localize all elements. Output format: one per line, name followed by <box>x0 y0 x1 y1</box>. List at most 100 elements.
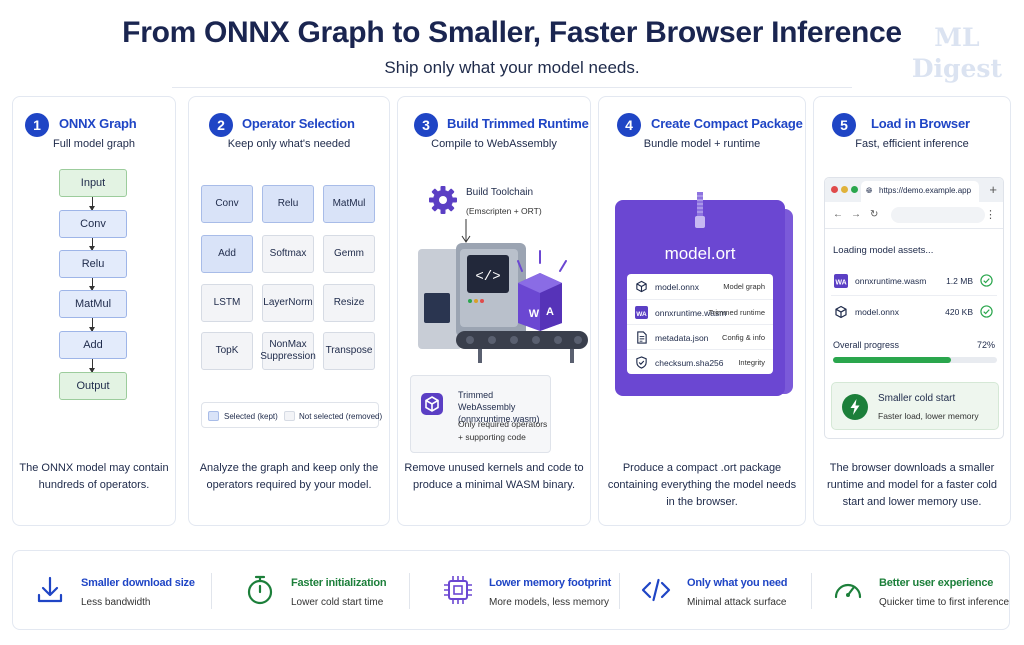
window-close-dot[interactable] <box>831 186 838 193</box>
page-title: From ONNX Graph to Smaller, Faster Brows… <box>122 16 902 49</box>
check-circle-icon <box>980 274 993 287</box>
asset-size: 1.2 MB <box>946 276 973 286</box>
menu-kebab-icon[interactable]: ⋮ <box>985 209 996 221</box>
toolchain-title: Build Toolchain <box>466 187 534 198</box>
address-bar[interactable] <box>891 207 985 223</box>
lightning-icon <box>842 394 868 420</box>
cube-icon <box>636 280 647 293</box>
asset-row: model.onnx 420 KB <box>831 297 997 327</box>
zipper-icon <box>695 192 705 228</box>
code-icon <box>641 578 671 602</box>
asset-name: onnxruntime.wasm <box>855 276 927 286</box>
chip-icon <box>444 576 472 604</box>
download-icon <box>37 576 63 603</box>
operator-tile: Gemm <box>323 235 375 273</box>
graph-arrow <box>89 197 95 211</box>
ort-package: model.ort model.onnx Model graph WA onnx… <box>615 192 785 396</box>
cold-start-title: Smaller cold start <box>878 393 956 404</box>
benefit-title: Smaller download size <box>81 577 195 589</box>
document-icon <box>637 331 647 344</box>
operator-tile: LayerNorm <box>262 284 314 322</box>
operator-tile: MatMul <box>323 185 375 223</box>
benefit-item: Only what you need Minimal attack surfac… <box>619 551 815 631</box>
cube-icon <box>421 393 443 415</box>
benefit-subtitle: Less bandwidth <box>81 597 151 608</box>
graph-arrow <box>89 318 95 332</box>
step-description: Remove unused kernels and code to produc… <box>404 462 584 491</box>
progress-bar <box>833 357 997 363</box>
package-title: model.ort <box>664 244 736 263</box>
operator-legend: Selected (kept) Not selected (removed) <box>201 402 382 428</box>
graph-arrow <box>89 359 95 373</box>
benefit-item: Faster initialization Lower cold start t… <box>223 551 419 631</box>
operator-tile: NonMax Suppression <box>260 332 316 370</box>
window-minimize-dot[interactable] <box>841 186 848 193</box>
package-item-name: metadata.json <box>655 333 709 343</box>
package-item: model.onnx Model graph <box>627 274 773 299</box>
browser-window: 🌐︎ https://demo.example.app + ← → ↻ ⋮ Lo… <box>824 177 1004 439</box>
step-5-panel: 5 Load in Browser Fast, efficient infere… <box>813 96 1011 526</box>
svg-text:WA: WA <box>835 280 846 287</box>
browser-tab[interactable]: 🌐︎ https://demo.example.app <box>861 181 979 202</box>
toolchain-subtitle: (Emscripten + ORT) <box>466 206 542 216</box>
legend-selected-swatch <box>208 411 219 421</box>
svg-text:</>: </> <box>475 269 500 285</box>
operator-tile: Add <box>201 235 253 273</box>
browser-toolbar: ← → ↻ ⋮ <box>825 202 1003 229</box>
svg-text:WA: WA <box>636 311 647 318</box>
graph-node: Add <box>59 331 127 359</box>
asset-row: WA onnxruntime.wasm 1.2 MB <box>831 266 997 296</box>
package-item-kind: Trimmed runtime <box>708 308 765 317</box>
benefit-subtitle: Lower cold start time <box>291 597 384 608</box>
benefit-subtitle: More models, less memory <box>489 597 610 608</box>
operator-tile: Conv <box>201 185 253 223</box>
benefit-divider <box>211 573 212 609</box>
wasm-icon: WA <box>635 306 648 319</box>
benefit-divider <box>619 573 620 609</box>
progress-bar-fill <box>833 357 952 363</box>
step-number-badge: 5 <box>832 113 856 137</box>
step-description: The browser downloads a smaller runtime … <box>827 462 997 508</box>
step-title: Create Compact Package <box>651 116 803 131</box>
reload-icon[interactable]: ↻ <box>870 209 879 220</box>
check-circle-icon <box>980 305 993 318</box>
forward-arrow-icon[interactable]: → <box>851 209 861 220</box>
step-subtitle: Full model graph <box>53 138 135 150</box>
benefits-bar: Smaller download size Less bandwidth Fas… <box>12 550 1010 630</box>
benefit-divider <box>811 573 812 609</box>
gear-icon <box>429 186 457 214</box>
package-item-name: onnxruntime.wasm <box>655 308 727 318</box>
loading-title: Loading model assets... <box>833 245 934 256</box>
graph-node: MatMul <box>59 290 127 318</box>
cold-start-subtitle: Faster load, lower memory <box>878 411 979 421</box>
package-item: metadata.json Config & info <box>627 324 773 349</box>
graph-node: Relu <box>59 250 127 278</box>
step-subtitle: Bundle model + runtime <box>643 138 761 150</box>
shield-check-icon <box>636 356 647 369</box>
package-item-kind: Config & info <box>722 333 765 342</box>
speedometer-icon <box>834 583 862 599</box>
operator-tile: Softmax <box>262 235 314 273</box>
watermark-line-2: Digest <box>911 54 1002 83</box>
stopwatch-icon <box>247 575 273 605</box>
step-description: Produce a compact .ort package containin… <box>607 462 797 508</box>
graph-node: Conv <box>59 210 127 238</box>
step-description: Analyze the graph and keep only the oper… <box>199 462 379 491</box>
benefit-subtitle: Minimal attack surface <box>687 597 787 608</box>
svg-text:A: A <box>546 306 554 318</box>
trimmed-wasm-description: Only required operators + supporting cod… <box>458 419 548 442</box>
browser-tab-strip: 🌐︎ https://demo.example.app + <box>825 178 1003 202</box>
watermark-line-1: ML <box>934 23 980 52</box>
step-4-panel: 4 Create Compact Package Bundle model + … <box>598 96 806 526</box>
benefit-title: Faster initialization <box>291 577 387 589</box>
step-1-panel: 1 ONNX Graph Full model graph Input Conv… <box>12 96 176 526</box>
page-subtitle: Ship only what your model needs. <box>384 58 640 77</box>
package-contents: model.onnx Model graph WA onnxruntime.wa… <box>627 274 773 374</box>
window-maximize-dot[interactable] <box>851 186 858 193</box>
step-title: Build Trimmed Runtime <box>447 116 589 131</box>
step-number-badge: 3 <box>414 113 438 137</box>
step-2-panel: 2 Operator Selection Keep only what's ne… <box>188 96 390 526</box>
asset-name: model.onnx <box>855 307 899 317</box>
new-tab-icon[interactable]: + <box>989 182 997 197</box>
back-arrow-icon[interactable]: ← <box>833 209 843 220</box>
